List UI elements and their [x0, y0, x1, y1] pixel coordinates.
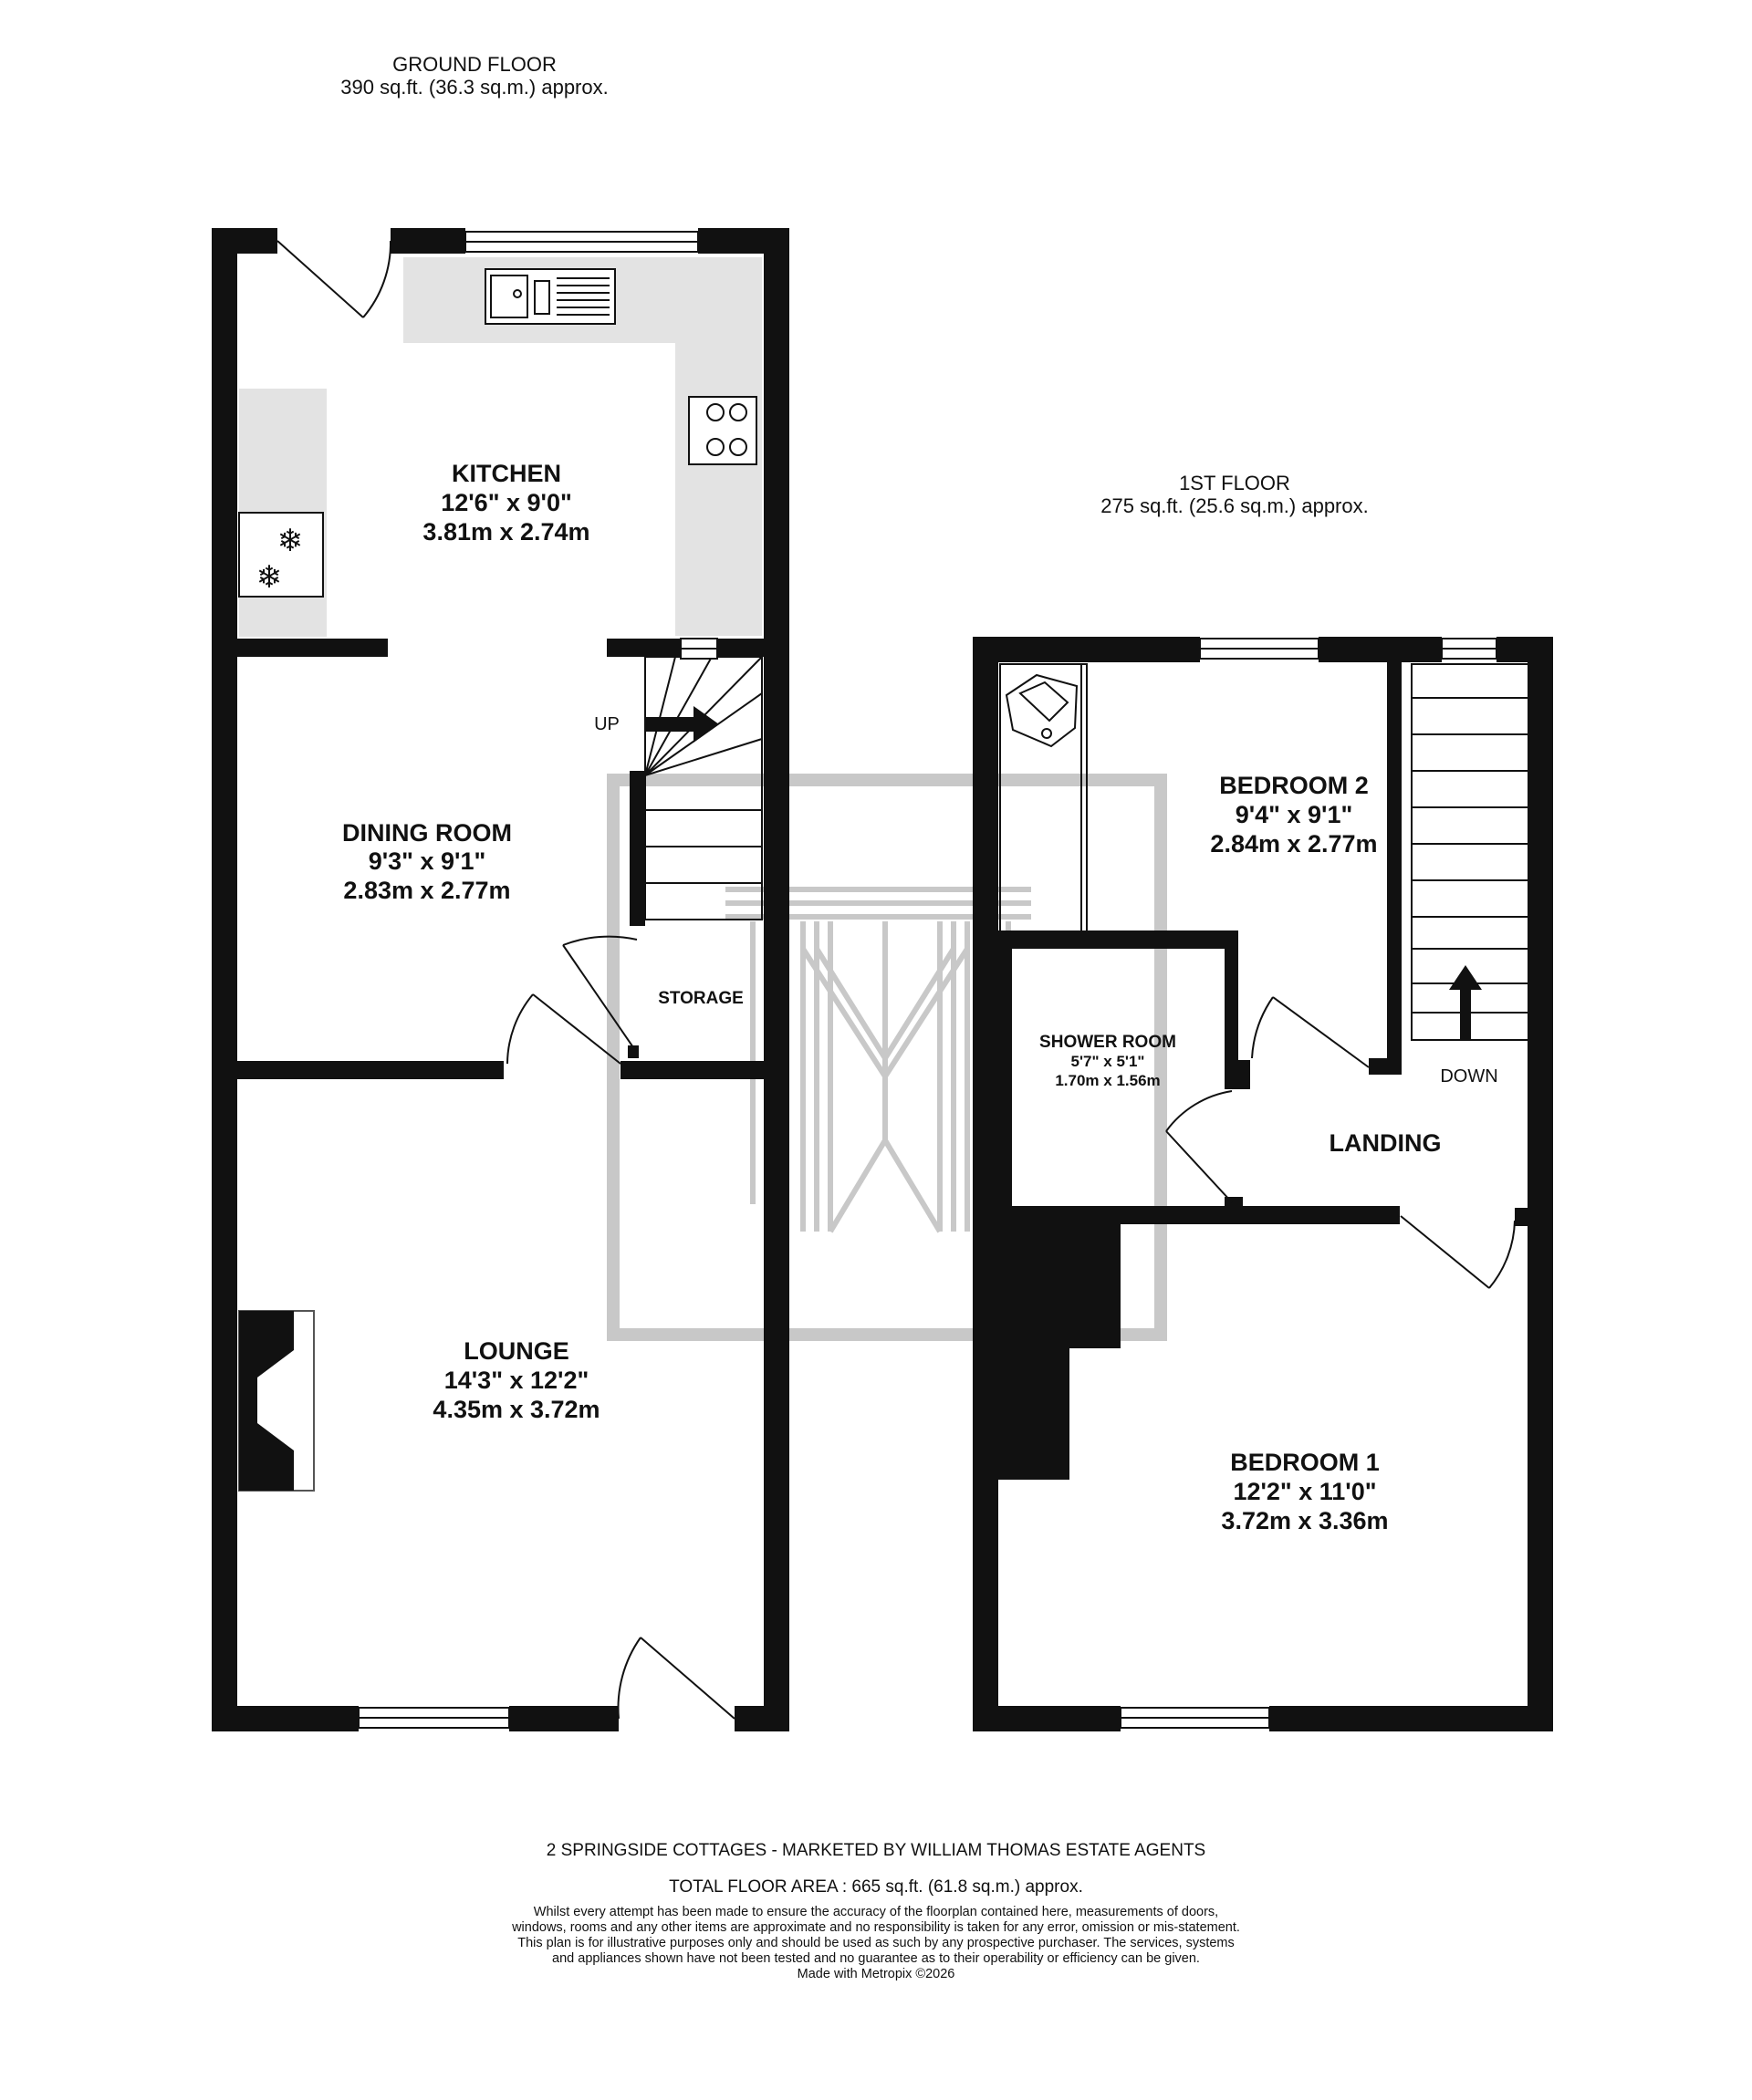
ground-floor-title: GROUND FLOOR 390 sq.ft. (36.3 sq.m.) app… [340, 53, 608, 99]
svg-text:SHOWER ROOM: SHOWER ROOM [1039, 1033, 1176, 1052]
disclaimer-text: Whilst every attempt has been made to en… [512, 1905, 1240, 1966]
footer-area: TOTAL FLOOR AREA : 665 sq.ft. (61.8 sq.m… [0, 1877, 1752, 1897]
svg-text:9'3" x 9'1": 9'3" x 9'1" [369, 847, 486, 875]
lounge-label: LOUNGE 14'3" x 12'2" 4.35m x 3.72m [433, 1337, 600, 1423]
svg-text:DINING ROOM: DINING ROOM [342, 819, 512, 847]
svg-text:1ST FLOOR: 1ST FLOOR [1179, 472, 1290, 494]
svg-text:390 sq.ft. (36.3 sq.m.) approx: 390 sq.ft. (36.3 sq.m.) approx. [340, 76, 608, 99]
svg-text:12'6" x 9'0": 12'6" x 9'0" [441, 489, 572, 516]
shower-room-label: SHOWER ROOM 5'7" x 5'1" 1.70m x 1.56m [1039, 1033, 1176, 1089]
first-floor-title: 1ST FLOOR 275 sq.ft. (25.6 sq.m.) approx… [1100, 472, 1368, 517]
stairs-up-label: UP [594, 714, 620, 734]
svg-text:❄: ❄ [256, 560, 283, 595]
bedroom-2-label: BEDROOM 2 9'4" x 9'1" 2.84m x 2.77m [1210, 772, 1377, 858]
dining-room-label: DINING ROOM 9'3" x 9'1" 2.83m x 2.77m [342, 819, 512, 904]
landing-label: LANDING [1330, 1129, 1442, 1157]
svg-text:2.84m x 2.77m: 2.84m x 2.77m [1210, 830, 1377, 858]
stairs-down-label: DOWN [1440, 1066, 1497, 1086]
svg-text:14'3" x 12'2": 14'3" x 12'2" [444, 1367, 589, 1394]
svg-text:LOUNGE: LOUNGE [464, 1337, 569, 1365]
svg-text:1.70m x 1.56m: 1.70m x 1.56m [1055, 1072, 1160, 1089]
svg-text:❄: ❄ [277, 524, 304, 558]
svg-text:3.81m x 2.74m: 3.81m x 2.74m [422, 518, 589, 546]
metropix-credit: Made with Metropix ©2026 [797, 1967, 955, 1981]
property-title: 2 SPRINGSIDE COTTAGES - MARKETED BY WILL… [546, 1841, 1206, 1860]
ground-floor-walls [212, 228, 789, 1731]
first-floor-windows [1120, 638, 1497, 1729]
total-floor-area: TOTAL FLOOR AREA : 665 sq.ft. (61.8 sq.m… [669, 1877, 1083, 1897]
appliance-icon [1005, 673, 1079, 748]
svg-text:275 sq.ft. (25.6 sq.m.) approx: 275 sq.ft. (25.6 sq.m.) approx. [1100, 494, 1368, 517]
svg-text:4.35m x 3.72m: 4.35m x 3.72m [433, 1396, 600, 1423]
hob-icon [688, 396, 757, 465]
ground-floor-plan: ❄ ❄ [212, 228, 789, 1731]
svg-text:5'7" x 5'1": 5'7" x 5'1" [1071, 1053, 1145, 1070]
svg-text:GROUND FLOOR: GROUND FLOOR [392, 53, 557, 76]
fireplace [238, 1310, 315, 1492]
first-floor-doors [1165, 996, 1516, 1289]
kitchen-label: KITCHEN 12'6" x 9'0" 3.81m x 2.74m [422, 460, 589, 546]
fridge-freezer: ❄ ❄ [238, 512, 324, 598]
first-floor-walls [973, 637, 1553, 1731]
ground-floor-doors [276, 240, 735, 1720]
footer-disclaimer: Whilst every attempt has been made to en… [0, 1905, 1752, 1982]
svg-text:12'2" x 11'0": 12'2" x 11'0" [1233, 1478, 1376, 1505]
ground-floor-stairs [644, 656, 763, 920]
ground-floor-windows [358, 231, 718, 1729]
svg-text:KITCHEN: KITCHEN [452, 460, 561, 487]
svg-text:9'4" x 9'1": 9'4" x 9'1" [1236, 801, 1353, 828]
svg-text:2.83m x 2.77m: 2.83m x 2.77m [343, 877, 510, 904]
eaves-block [997, 1209, 1121, 1480]
stairs-up-arrow [646, 706, 719, 743]
svg-text:BEDROOM 1: BEDROOM 1 [1230, 1449, 1380, 1476]
svg-text:3.72m x 3.36m: 3.72m x 3.36m [1221, 1507, 1388, 1534]
first-floor-plan: BEDROOM 2 9'4" x 9'1" 2.84m x 2.77m SHOW… [973, 637, 1553, 1731]
sink-icon [485, 268, 616, 325]
storage-label: STORAGE [658, 989, 744, 1008]
footer: 2 SPRINGSIDE COTTAGES - MARKETED BY WILL… [0, 1841, 1752, 1861]
bedroom-1-label: BEDROOM 1 12'2" x 11'0" 3.72m x 3.36m [1221, 1449, 1388, 1534]
svg-text:BEDROOM 2: BEDROOM 2 [1219, 772, 1369, 799]
stairs-down-arrow [1449, 965, 1482, 1040]
